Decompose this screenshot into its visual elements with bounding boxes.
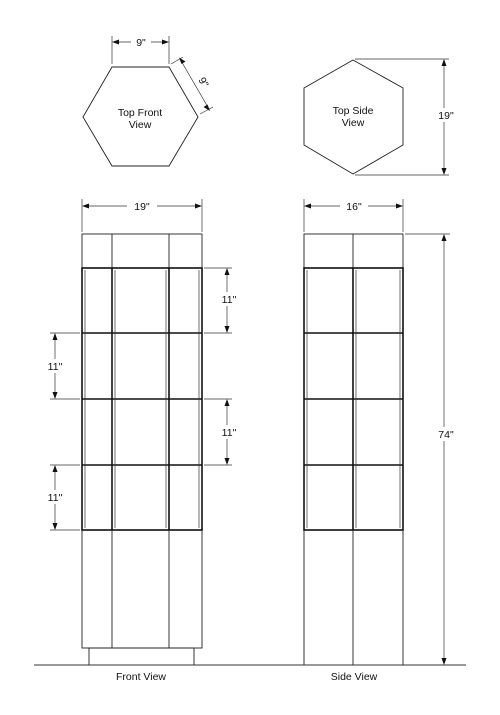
side-view: 16" 74" Side View — [303, 199, 462, 683]
top-side-height-text: 19" — [438, 110, 454, 122]
front-shelf-dim-3: 11" — [204, 398, 243, 466]
front-shelf-dim-1-text: 11" — [222, 294, 237, 306]
top-front-label-line1: Top Front — [118, 107, 162, 119]
top-side-height-dimension: 19" — [355, 58, 462, 176]
top-front-side-dimension: 9" — [170, 56, 215, 115]
side-view-label: Side View — [331, 671, 378, 683]
top-side-hexagon — [303, 59, 404, 175]
front-shelf-dim-2: 11" — [43, 332, 80, 400]
top-front-width-text: 9" — [136, 37, 146, 49]
top-side-label-line2: View — [342, 117, 365, 129]
front-shelf-dim-3-text: 11" — [222, 427, 237, 439]
top-front-label-line2: View — [129, 119, 152, 131]
front-shelf-dim-4-text: 11" — [48, 492, 63, 504]
front-view-label: Front View — [116, 671, 166, 683]
top-front-width-dimension: 9" — [111, 35, 170, 64]
front-cabinet-outline — [81, 233, 203, 649]
front-shelf-dim-2-text: 11" — [48, 361, 63, 373]
top-front-hexagon — [82, 66, 199, 167]
front-shelf-dim-1: 11" — [204, 267, 243, 334]
side-height-text: 74" — [438, 429, 454, 441]
front-shelf-dim-4: 11" — [43, 464, 80, 531]
side-width-text: 16" — [346, 201, 362, 213]
front-width-dimension: 19" — [81, 199, 203, 232]
top-front-view: Top Front View 9" 9" — [82, 35, 215, 167]
side-width-dimension: 16" — [303, 199, 404, 232]
side-height-dimension: 74" — [405, 233, 462, 666]
top-side-label-line1: Top Side — [333, 105, 374, 117]
front-view: 19" 11" — [43, 199, 243, 683]
front-base-plinth — [88, 647, 195, 666]
front-width-text: 19" — [134, 201, 150, 213]
top-side-view: Top Side View 19" — [303, 58, 462, 176]
